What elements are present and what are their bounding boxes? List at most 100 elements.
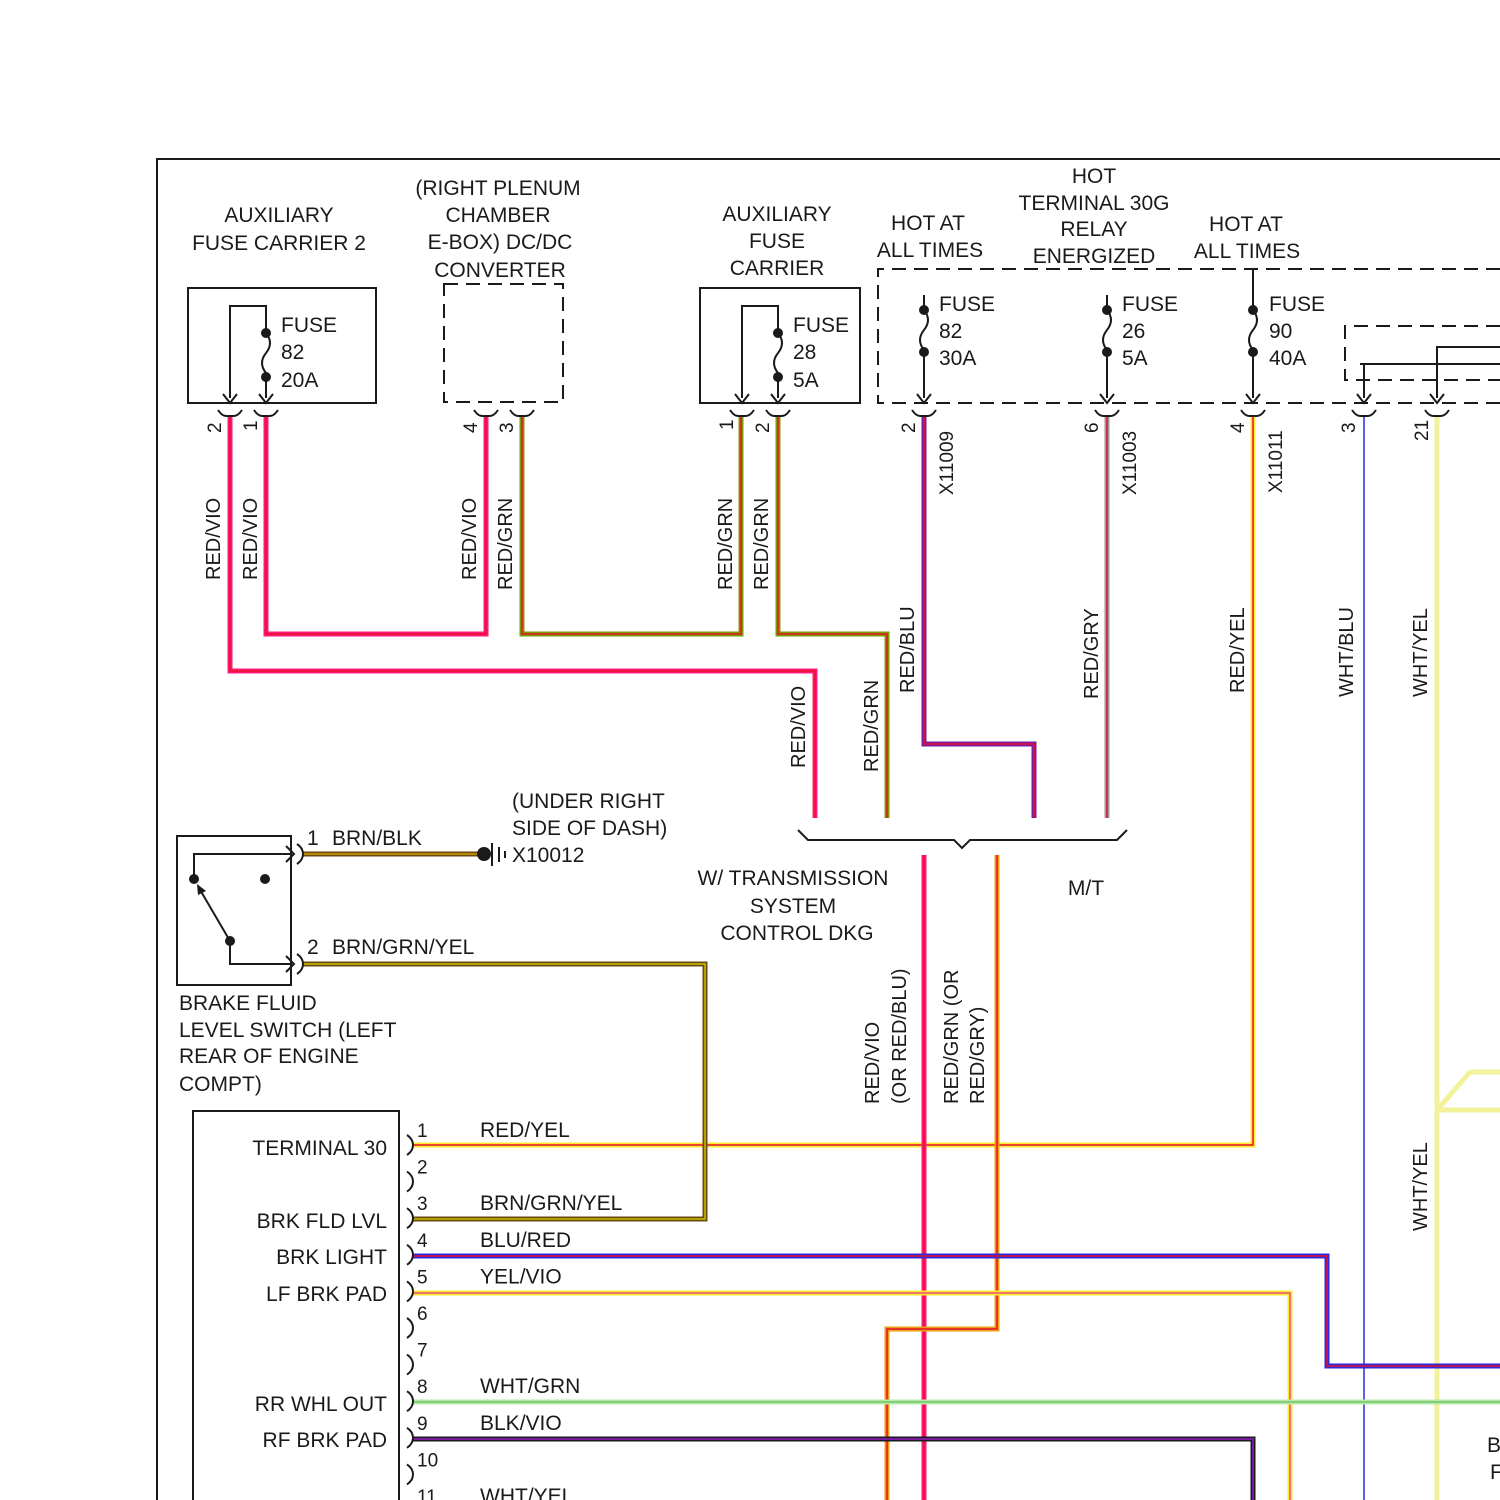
- pin-bracket-icon: [407, 1208, 413, 1228]
- pin-number: 2: [899, 422, 920, 433]
- fuse-82-30a: HOT AT ALL TIMES FUSE 82 30A 2 X11009: [877, 212, 995, 495]
- hot-30g-line-2: TERMINAL 30G: [1019, 192, 1170, 215]
- edge-partial-text: F: [1490, 1461, 1500, 1484]
- wire-label: (OR RED/BLU): [889, 968, 911, 1104]
- module-pin-function: BRK LIGHT: [276, 1246, 387, 1269]
- dcdc-title-line-2: CHAMBER: [445, 204, 550, 227]
- pin-number: 1: [241, 420, 262, 431]
- wire-label: RED/VIO: [788, 686, 810, 768]
- fuse-label: FUSE: [281, 314, 337, 337]
- fuse-label: FUSE: [793, 314, 849, 337]
- pin-number: 4: [461, 422, 482, 433]
- wire-label: WHT/YEL: [480, 1485, 573, 1500]
- pin-bracket-icon: [407, 1464, 413, 1484]
- wire-brn-grn-yel: [302, 964, 705, 1219]
- pin-number: 10: [417, 1450, 438, 1471]
- ground-location-line-1: (UNDER RIGHT: [512, 790, 665, 813]
- pin-number: 3: [497, 422, 518, 433]
- fuse-rating: 5A: [1122, 347, 1148, 370]
- wire-label: WHT/YEL: [1410, 1142, 1432, 1231]
- fuse-rating: 5A: [793, 369, 819, 392]
- wire-label: BRN/GRN/YEL: [480, 1192, 622, 1215]
- wire-label: RED/VIO: [459, 498, 481, 580]
- wire-color-labels: RED/VIO RED/VIO RED/VIO RED/GRN RED/GRN …: [203, 498, 1432, 1231]
- pin-bracket-icon: [407, 1281, 413, 1301]
- pin-number: 2: [205, 422, 226, 433]
- pin-bracket-icon: [407, 1135, 413, 1155]
- pin-number: 5: [417, 1267, 428, 1288]
- dkg-label-line-1: W/ TRANSMISSION: [698, 867, 889, 890]
- fuse-26-5a: HOT TERMINAL 30G RELAY ENERGIZED FUSE 26…: [1019, 165, 1178, 495]
- ground-location-line-2: SIDE OF DASH): [512, 817, 667, 840]
- hot-30g-line-3: RELAY: [1060, 218, 1127, 241]
- fuse-number: 90: [1269, 320, 1292, 343]
- fuse-rating: 30A: [939, 347, 976, 370]
- switch-lever-icon: [199, 888, 230, 941]
- pin-bracket-icon: [407, 1428, 413, 1448]
- fuse-90-40a: HOT AT ALL TIMES FUSE 90 40A 4 X11011: [1194, 213, 1325, 493]
- aux-fuse-carrier-2: AUXILIARY FUSE CARRIER 2 FUSE 82 20A 2 1: [188, 204, 376, 433]
- dkg-label-line-2: SYSTEM: [750, 895, 836, 918]
- connector-id: X11011: [1266, 430, 1287, 493]
- wire-label: RED/GRN (OR: [941, 970, 963, 1104]
- wire-label: BLU/RED: [480, 1229, 571, 1252]
- wire-label: RED/GRN: [715, 498, 737, 590]
- wire-blu-red: [412, 1256, 1500, 1366]
- fuse-number: 28: [793, 341, 816, 364]
- mt-label: M/T: [1068, 877, 1104, 900]
- dcdc-title-line-3: E-BOX) DC/DC: [428, 231, 573, 254]
- brake-switch-title-line-4: COMPT): [179, 1073, 262, 1096]
- dcdc-dashed-box: [444, 284, 563, 402]
- hot-30g-line-4: ENERGIZED: [1033, 245, 1156, 268]
- fuse-number: 26: [1122, 320, 1145, 343]
- pin-number: 3: [1339, 422, 1360, 433]
- wire-wht-yel: [1437, 415, 1500, 1500]
- pin-bracket-icon: [407, 1355, 413, 1375]
- wire-label: YEL/VIO: [480, 1265, 562, 1288]
- wire-label: BRN/GRN/YEL: [332, 936, 474, 959]
- module-pin-function: RR WHL OUT: [255, 1393, 387, 1416]
- module-pin-function: LF BRK PAD: [266, 1283, 387, 1306]
- aux-fuse-carrier: AUXILIARY FUSE CARRIER FUSE 28 5A 1 2: [700, 203, 860, 433]
- pin-number: 2: [417, 1158, 428, 1179]
- wire-red-vio-b: [266, 415, 486, 634]
- dcdc-converter: (RIGHT PLENUM CHAMBER E-BOX) DC/DC CONVE…: [415, 177, 580, 433]
- ground-icon: [477, 847, 491, 861]
- fuse-label: FUSE: [1269, 293, 1325, 316]
- pin-number: 1: [307, 827, 319, 850]
- aux-fuse-carrier-2-title-line-1: AUXILIARY: [224, 204, 333, 227]
- wire-label: RED/VIO: [203, 498, 225, 580]
- power-distribution-box: HOT AT ALL TIMES FUSE 82 30A 2 X11009 HO…: [877, 165, 1500, 495]
- pin-number: 9: [417, 1414, 428, 1435]
- module-pin-function: BRK FLD LVL: [257, 1210, 387, 1233]
- wire-label: RED/GRN: [495, 498, 517, 590]
- wire-label: WHT/YEL: [1410, 608, 1432, 697]
- dcdc-title-line-1: (RIGHT PLENUM: [415, 177, 580, 200]
- fuse-label: FUSE: [939, 293, 995, 316]
- wire-label: BLK/VIO: [480, 1412, 562, 1435]
- pin-number: 3: [417, 1194, 428, 1215]
- wire-label: WHT/GRN: [480, 1375, 580, 1398]
- aux-fuse-carrier-2-title-line-2: FUSE CARRIER 2: [192, 232, 366, 255]
- pin-number: 2: [753, 422, 774, 433]
- wire-label: RED/BLU: [897, 606, 919, 693]
- pin-number: 1: [717, 419, 738, 430]
- hot-at-all-times-line-1: HOT AT: [1209, 213, 1283, 236]
- hot-at-all-times-line-2: ALL TIMES: [877, 239, 983, 262]
- module-pin-function: RF BRK PAD: [263, 1429, 387, 1452]
- wire-label: BRN/BLK: [332, 827, 422, 850]
- module-pin-function: TERMINAL 30: [252, 1137, 387, 1160]
- brake-switch-title-line-3: REAR OF ENGINE: [179, 1045, 359, 1068]
- wire-label: WHT/BLU: [1336, 607, 1358, 697]
- pin-number: 6: [1082, 422, 1103, 433]
- hot-at-all-times-line-1: HOT AT: [891, 212, 965, 235]
- wire-label: RED/YEL: [1227, 607, 1249, 693]
- pin-bracket-icon: [407, 1245, 413, 1265]
- pin-bracket-icon: [407, 1172, 413, 1192]
- ground-x10012: (UNDER RIGHT SIDE OF DASH) X10012: [477, 790, 667, 867]
- pin-number: 21: [1412, 420, 1433, 441]
- fuse-rating: 40A: [1269, 347, 1306, 370]
- fuse-number: 82: [281, 341, 304, 364]
